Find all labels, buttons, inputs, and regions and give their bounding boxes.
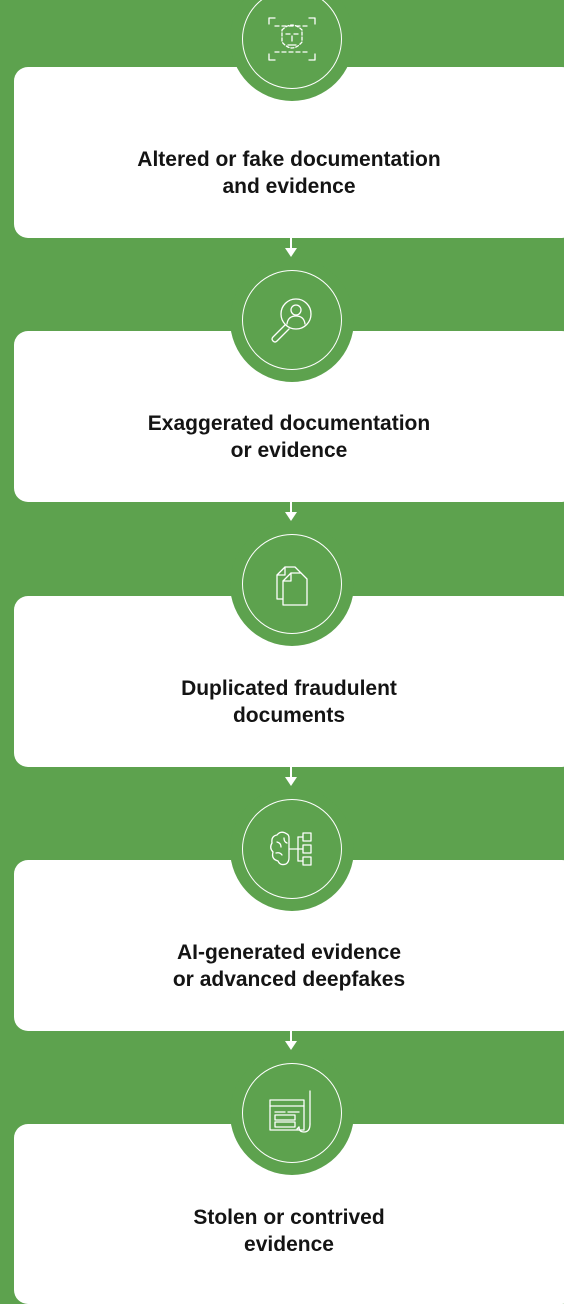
magnify-person-icon bbox=[271, 298, 312, 343]
step-badge-ring-2 bbox=[242, 270, 342, 370]
connector-arrow-3 bbox=[285, 777, 297, 786]
step-title-3-line-1: Duplicated fraudulent bbox=[181, 677, 397, 700]
connector-arrow-4 bbox=[285, 1041, 297, 1050]
connector-line-1 bbox=[290, 238, 292, 252]
step-title-4: AI-generated evidence or advanced deepfa… bbox=[14, 939, 564, 993]
step-badge-5 bbox=[230, 1051, 354, 1175]
step-badge-3 bbox=[230, 522, 354, 646]
face-scan-icon bbox=[268, 17, 316, 61]
connector-line-2 bbox=[290, 502, 292, 516]
step-card-2: Exaggerated documentation or evidence bbox=[14, 331, 564, 502]
step-badge-1 bbox=[230, 0, 354, 101]
step-badge-4 bbox=[230, 787, 354, 911]
phishing-hook-icon bbox=[269, 1090, 311, 1133]
step-title-5-line-1: Stolen or contrived bbox=[193, 1206, 385, 1229]
step-title-2-line-1: Exaggerated documentation bbox=[147, 412, 431, 435]
step-title-1-line-1: Altered or fake documentation bbox=[137, 148, 441, 171]
connector-arrow-2 bbox=[285, 512, 297, 521]
connector-arrow-1 bbox=[285, 248, 297, 257]
step-title-1: Altered or fake documentation and eviden… bbox=[14, 146, 564, 200]
step-badge-ring-5 bbox=[242, 1063, 342, 1163]
connector-line-3 bbox=[290, 767, 292, 781]
step-title-3-line-2: documents bbox=[232, 704, 345, 727]
step-badge-ring-1 bbox=[242, 0, 342, 89]
step-title-1-line-2: and evidence bbox=[222, 175, 356, 198]
connector-line-4 bbox=[290, 1031, 292, 1045]
step-title-4-line-1: AI-generated evidence bbox=[176, 941, 402, 964]
step-title-5-line-2: evidence bbox=[244, 1233, 334, 1256]
duplicate-documents-icon bbox=[276, 566, 308, 606]
step-title-5: Stolen or contrived evidence bbox=[14, 1204, 564, 1258]
step-title-2: Exaggerated documentation or evidence bbox=[14, 410, 564, 464]
step-badge-2 bbox=[230, 258, 354, 382]
ai-brain-network-icon bbox=[270, 831, 312, 866]
step-badge-ring-4 bbox=[242, 799, 342, 899]
step-badge-ring-3 bbox=[242, 534, 342, 634]
step-title-3: Duplicated fraudulent documents bbox=[14, 675, 564, 729]
step-title-4-line-2: or advanced deepfakes bbox=[172, 968, 406, 991]
step-title-2-line-2: or evidence bbox=[230, 439, 348, 462]
